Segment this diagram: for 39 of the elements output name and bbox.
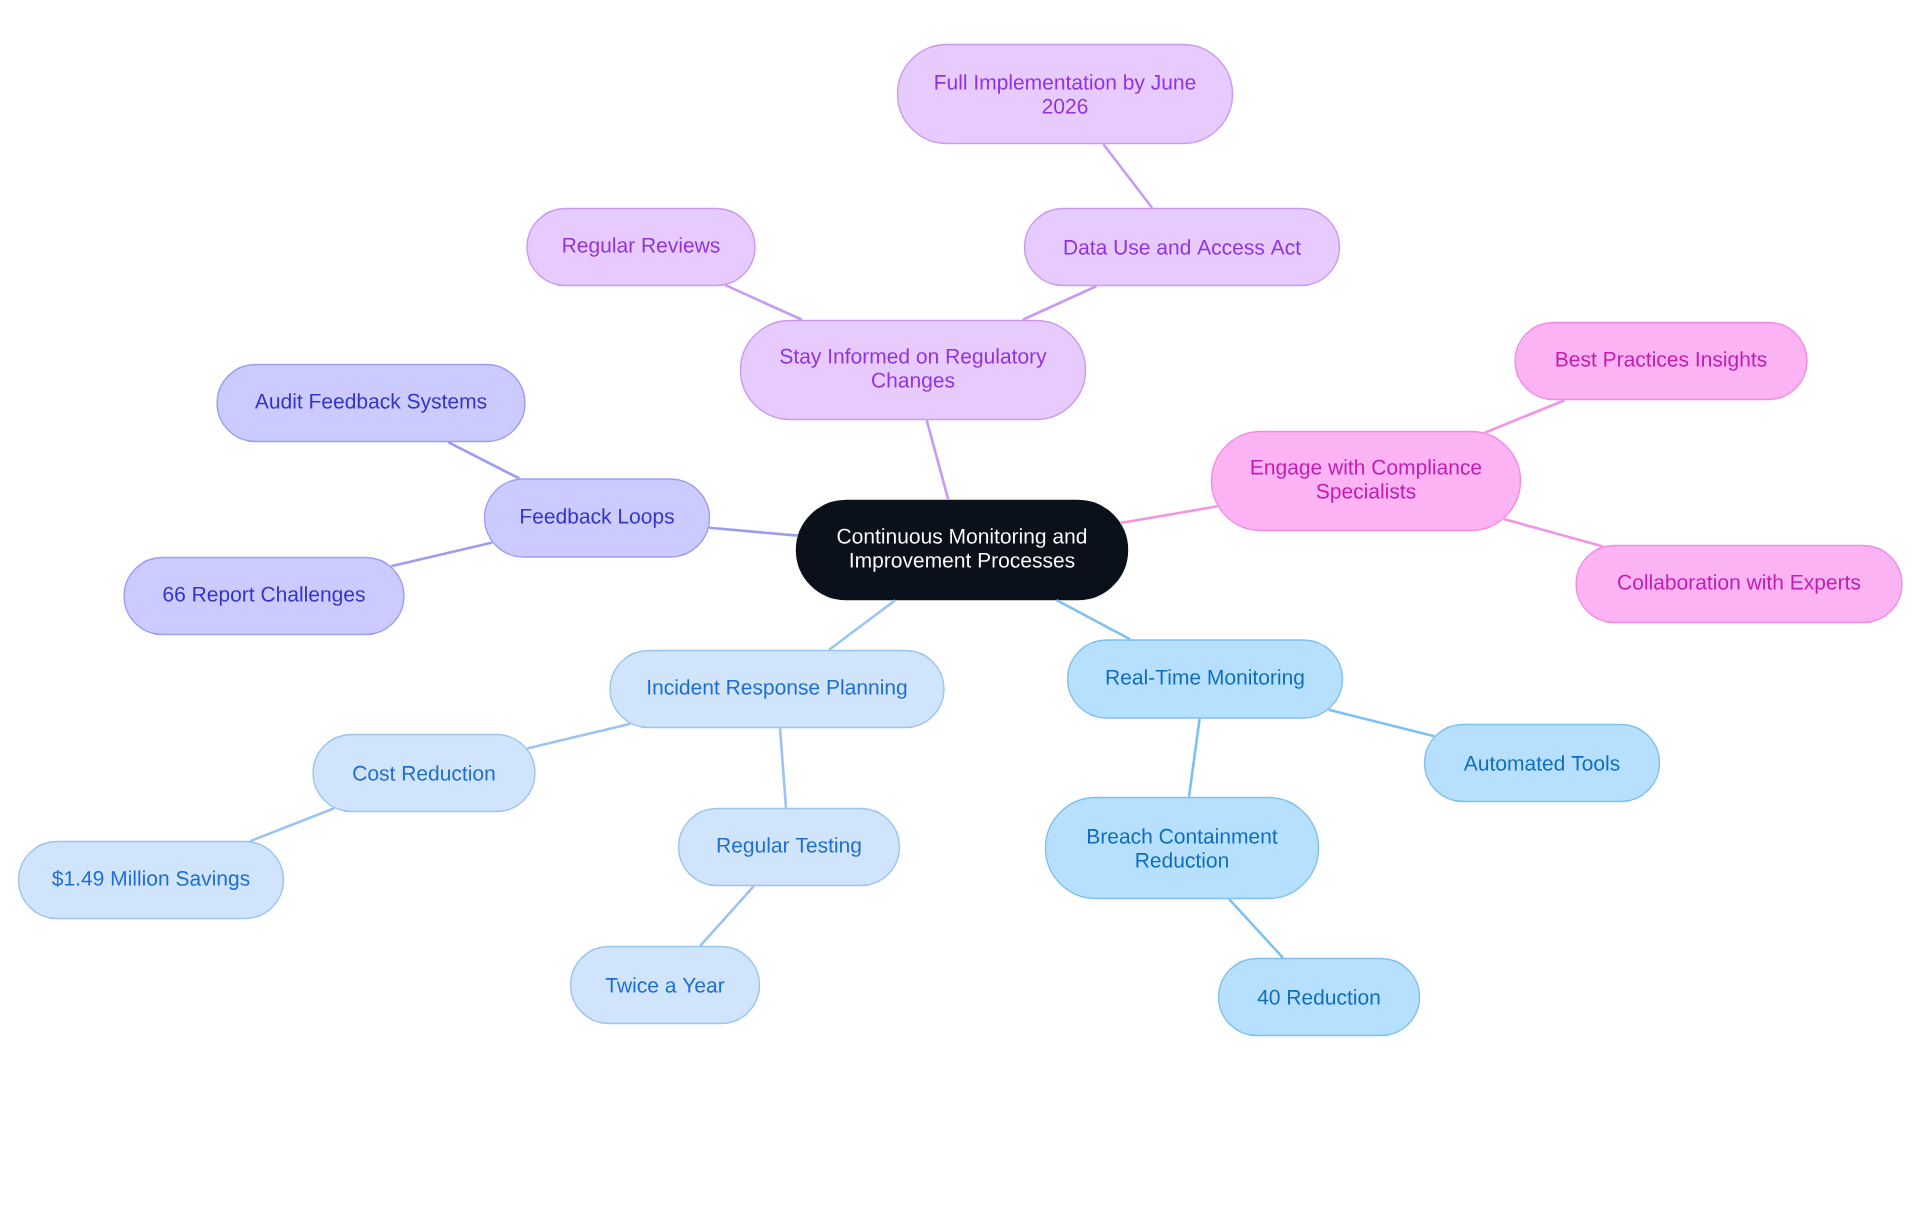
subtopic-box: Audit Feedback Systems	[216, 363, 526, 443]
connector-line	[699, 885, 755, 947]
topic-box: Incident Response Planning	[609, 649, 945, 729]
connector-line	[1187, 718, 1201, 797]
connector-line	[1328, 708, 1435, 738]
subtopic-box: Regular Testing	[677, 807, 901, 887]
connector-line	[724, 284, 803, 321]
subtopic-box: Regular Reviews	[526, 207, 756, 287]
subtopic-box: 40 Reduction	[1217, 957, 1421, 1037]
subtopic-box: Cost Reduction	[312, 733, 536, 813]
connector-line	[828, 599, 896, 651]
subtopic-box: 66 Report Challenges	[123, 556, 405, 636]
connector-line	[249, 806, 335, 843]
connector-line	[1022, 285, 1097, 321]
topic-box: Real-Time Monitoring	[1066, 639, 1344, 719]
subtopic-box: Data Use and Access Act	[1023, 207, 1341, 287]
subtopic-box: Best Practices Insights	[1514, 321, 1808, 401]
subtopic-box: Collaboration with Experts	[1575, 544, 1903, 624]
connector-line	[778, 728, 788, 808]
subtopic-box: Automated Tools	[1423, 723, 1661, 803]
connector-line	[447, 441, 520, 480]
subtopic-box: Breach Containment Reduction	[1044, 796, 1320, 900]
connector-line	[1503, 517, 1604, 548]
subtopic-box: Full Implementation by June 2026	[896, 43, 1234, 145]
connector-line	[1102, 143, 1154, 209]
connector-line	[1120, 505, 1218, 525]
connector-line	[1228, 898, 1284, 959]
connector-line	[390, 541, 493, 568]
central-topic-box: Continuous Monitoring and Improvement Processes	[795, 499, 1129, 601]
connector-line	[708, 526, 799, 537]
topic-box: Stay Informed on Regulatory Changes	[739, 319, 1087, 421]
connector-line	[1484, 399, 1566, 434]
subtopic-box: $1.49 Million Savings	[17, 840, 285, 920]
subtopic-box: Twice a Year	[569, 945, 761, 1025]
topic-box: Feedback Loops	[483, 478, 711, 558]
connector-line	[526, 722, 631, 750]
topic-box: Engage with Compliance Specialists	[1210, 430, 1522, 532]
connector-line	[1055, 599, 1131, 641]
connector-line	[925, 419, 950, 501]
